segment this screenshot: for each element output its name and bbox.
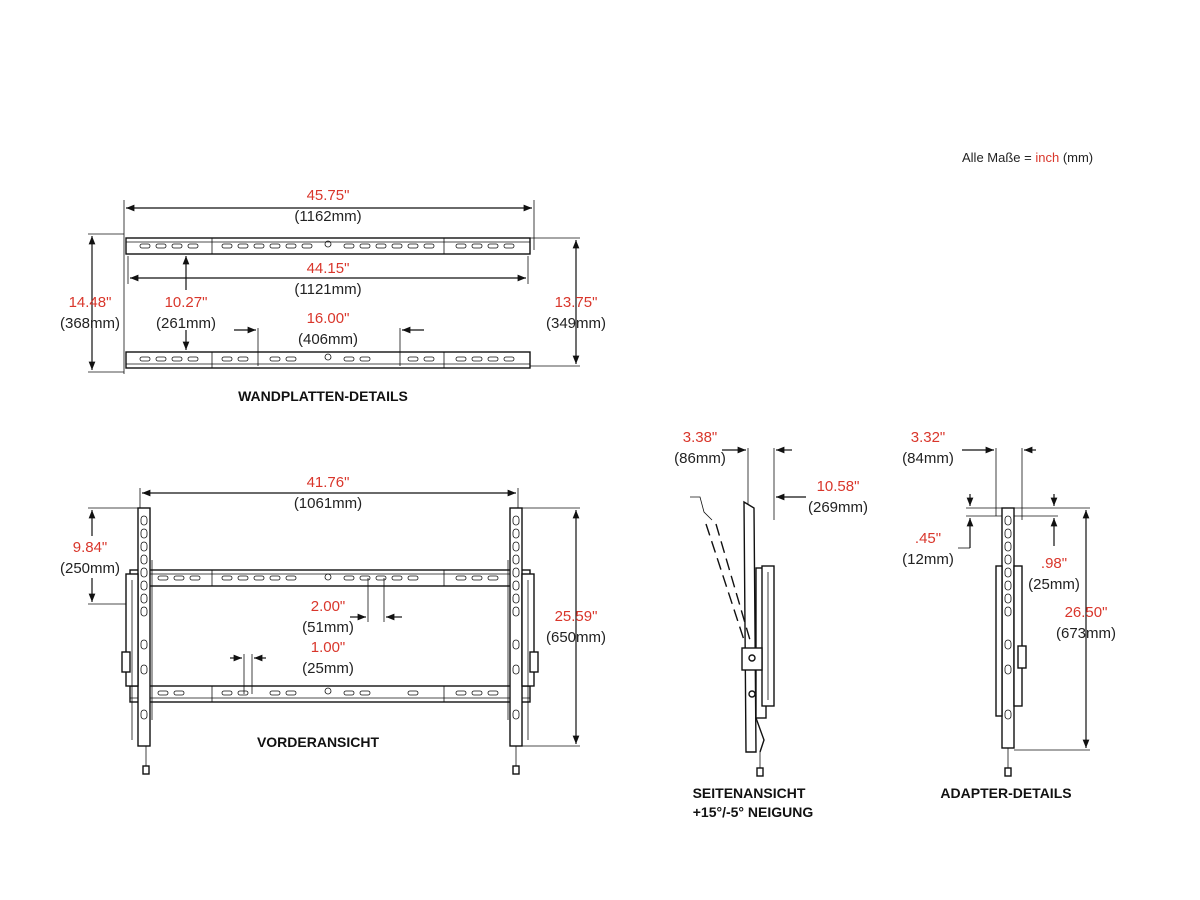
fv-width-inch: 41.76" — [307, 474, 350, 491]
wp-width-mm: (1162mm) — [294, 208, 361, 225]
fv-top-offset-mm: (250mm) — [60, 560, 120, 577]
units-note: Alle Maße = inch (mm) — [962, 150, 1093, 165]
wp-height-mm: (368mm) — [60, 315, 120, 332]
wp-inner-width-mm: (1121mm) — [294, 281, 361, 298]
front-left-arm — [121, 507, 153, 775]
fv-height-mm: (650mm) — [546, 629, 606, 646]
wallplate-bottom-rail — [125, 351, 531, 369]
ad-width-mm: (84mm) — [902, 450, 954, 467]
wallplate-details — [88, 200, 580, 374]
side-view-subtitle: +15°/-5° NEIGUNG — [693, 804, 814, 820]
front-top-rail — [129, 569, 531, 587]
fv-slot1-inch: 1.00" — [311, 639, 346, 656]
wp-inner-width-inch: 44.15" — [307, 260, 350, 277]
wp-right-height-mm: (349mm) — [546, 315, 606, 332]
fv-slot1-mm: (25mm) — [302, 660, 354, 677]
adapter-title: ADAPTER-DETAILS — [940, 785, 1071, 801]
sv-depth-min-mm: (86mm) — [674, 450, 726, 467]
sv-depth-max-mm: (269mm) — [808, 499, 868, 516]
wp-width-inch: 45.75" — [307, 187, 350, 204]
front-view-title: VORDERANSICHT — [257, 734, 380, 750]
front-bottom-rail — [129, 685, 531, 703]
fv-width-mm: (1061mm) — [294, 495, 362, 512]
wp-stud-spacing-mm: (406mm) — [298, 331, 358, 348]
side-view — [690, 446, 806, 777]
wp-height-inch: 14.48" — [69, 294, 112, 311]
sv-depth-min-inch: 3.38" — [683, 429, 718, 446]
wp-rail-gap-mm: (261mm) — [156, 315, 216, 332]
ad-hook-inch: .98" — [1041, 555, 1067, 572]
ad-width-inch: 3.32" — [911, 429, 946, 446]
ad-height-inch: 26.50" — [1065, 604, 1108, 621]
ad-offset-mm: (12mm) — [902, 551, 954, 568]
fv-top-offset-inch: 9.84" — [73, 539, 108, 556]
fv-slot2-mm: (51mm) — [302, 619, 354, 636]
ad-offset-inch: .45" — [915, 530, 941, 547]
side-view-title: SEITENANSICHT — [693, 785, 806, 801]
wp-stud-spacing-inch: 16.00" — [307, 310, 350, 327]
wp-right-height-inch: 13.75" — [555, 294, 598, 311]
wallplate-title: WANDPLATTEN-DETAILS — [238, 388, 408, 404]
ad-hook-mm: (25mm) — [1028, 576, 1080, 593]
fv-slot2-inch: 2.00" — [311, 598, 346, 615]
sv-depth-max-inch: 10.58" — [817, 478, 860, 495]
wallplate-top-rail — [125, 237, 531, 255]
front-view — [88, 488, 580, 775]
ad-height-mm: (673mm) — [1056, 625, 1116, 642]
adapter-details — [958, 446, 1090, 777]
fv-height-inch: 25.59" — [555, 608, 598, 625]
wp-rail-gap-inch: 10.27" — [165, 294, 208, 311]
front-right-arm — [507, 507, 539, 775]
